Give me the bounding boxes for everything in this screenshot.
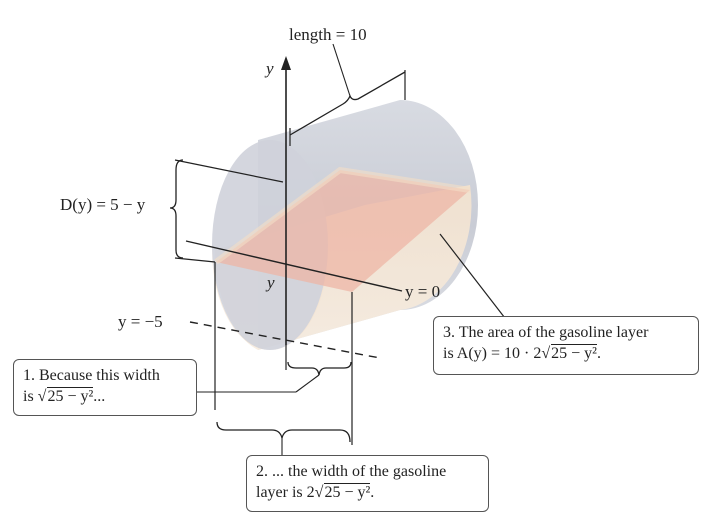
gasoline-layer (216, 170, 470, 292)
callout-3-post: . (596, 345, 601, 362)
callout-3-line-1: 3. The area of the gasoline layer (443, 324, 649, 341)
callout-2-line-2: layer is 2√25 − y². (256, 483, 375, 501)
callout-3-line-2: is A(y) = 10 · 2√25 − y². (443, 344, 601, 362)
y-zero-label: y = 0 (405, 282, 441, 301)
callout-box-1: 1. Because this width is √25 − y²... (13, 359, 197, 416)
y-neg5-line (189, 321, 381, 359)
callout-box-3: 3. The area of the gasoline layer is A(y… (433, 316, 699, 375)
full-width-brace (216, 421, 351, 443)
y-neg5-label: y = −5 (118, 312, 163, 331)
callout-3-radicand: 25 − y² (551, 344, 597, 362)
callout-1-line-2: is √25 − y²... (23, 387, 106, 405)
y-zero-line (185, 240, 403, 292)
depth-brace (169, 159, 184, 259)
y-axis-arrow (281, 56, 291, 70)
callout-3-pre: is A(y) = 10 · 2 (443, 345, 542, 362)
length-label: length = 10 (289, 25, 367, 44)
callout-1-pre: is (23, 388, 38, 405)
callout-1-radicand: 25 − y² (47, 387, 94, 405)
callout-2-radicand: 25 − y² (324, 483, 371, 501)
y-inner-label: y (267, 273, 275, 292)
callout-box-2: 2. ... the width of the gasoline layer i… (246, 455, 489, 512)
y-axis-label: y (266, 59, 274, 78)
callout-2-post: . (370, 484, 375, 501)
half-width-brace (287, 361, 352, 376)
depth-label: D(y) = 5 − y (60, 195, 146, 214)
callout-2-line-1: 2. ... the width of the gasoline (256, 463, 447, 480)
callout-2-pre: layer is 2 (256, 484, 315, 501)
callout-1-post: ... (93, 388, 106, 405)
callout-1-line-1: 1. Because this width (23, 367, 160, 384)
